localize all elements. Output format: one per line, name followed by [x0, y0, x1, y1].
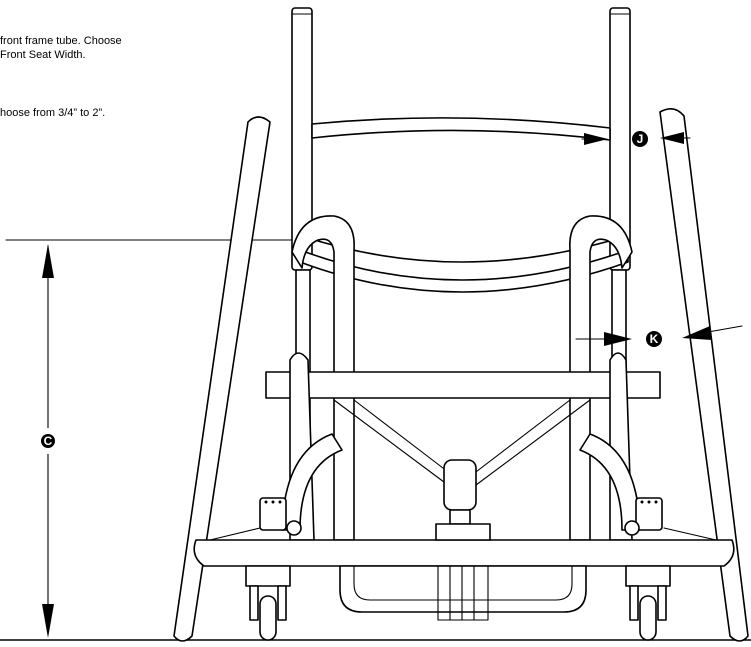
marker-k-label: K — [650, 332, 659, 346]
footrest — [193, 527, 735, 567]
v-brace-right-inner — [467, 399, 571, 479]
marker-k — [646, 331, 662, 347]
note-text-line: hoose from 3/4” to 2”. — [0, 107, 106, 119]
left-caster-housing — [259, 497, 287, 531]
footrest-strut — [663, 527, 717, 541]
arrow-right — [584, 133, 608, 145]
v-brace-hub-stem — [449, 509, 471, 525]
left-wheel-tube — [173, 116, 271, 642]
cross-member-bar — [265, 371, 661, 399]
caster-housings — [259, 497, 663, 536]
backrest-crossbar — [311, 117, 611, 141]
left-rear-wheel — [173, 116, 271, 642]
left-caster-wheel — [259, 595, 277, 641]
right-rear-wheel — [659, 108, 749, 642]
left-caster-fork — [245, 565, 291, 587]
left-caster — [245, 565, 291, 641]
right-caster-fork — [625, 565, 671, 587]
marker-j-label: J — [637, 132, 644, 146]
dimension-c: C — [5, 239, 301, 638]
housing-dot — [271, 500, 275, 504]
dimension-k: K — [575, 325, 743, 347]
dimension-j: J — [581, 131, 691, 147]
footplate-center — [437, 565, 489, 621]
marker-c-label: C — [44, 434, 53, 448]
arrow-left — [660, 132, 684, 144]
marker-j — [632, 131, 648, 147]
left-caster-fork-arm — [249, 585, 259, 621]
v-brace-left-inner — [353, 399, 457, 479]
right-caster-fork-arm — [629, 585, 639, 621]
footrest-strut — [209, 527, 261, 541]
right-wheel-tube — [659, 108, 749, 642]
right-caster-brace — [579, 433, 641, 531]
footrest-bar — [193, 539, 735, 567]
dimension-k-line-right — [707, 325, 743, 333]
housing-dot — [647, 500, 651, 504]
right-caster-housing — [635, 497, 663, 531]
right-caster — [625, 565, 671, 641]
footplate-body — [339, 565, 587, 613]
footplate — [339, 523, 587, 621]
v-brace-hub — [443, 459, 477, 511]
housing-dot — [264, 500, 268, 504]
note-text-line: front frame tube. Choose — [0, 35, 122, 47]
footplate-inner — [353, 565, 573, 601]
left-caster-bolt — [286, 520, 302, 536]
arrow-left — [682, 326, 712, 340]
arrow-up — [42, 244, 54, 278]
marker-c — [41, 434, 55, 448]
v-brace-right — [471, 399, 591, 489]
right-caster-wheel — [639, 595, 657, 641]
left-caster-fork-arm — [277, 585, 287, 621]
right-caster-bolt — [624, 520, 640, 536]
housing-dot — [654, 500, 658, 504]
left-caster-brace — [281, 433, 343, 531]
right-caster-fork-arm — [657, 585, 667, 621]
seat-sling-lower — [299, 249, 629, 293]
v-brace-left — [333, 399, 453, 489]
housing-dot — [278, 500, 282, 504]
arrow-down — [42, 604, 54, 638]
housing-dot — [640, 500, 644, 504]
arrow-right — [604, 332, 632, 346]
cross-member — [265, 371, 661, 399]
v-brace — [333, 399, 591, 525]
caster-braces — [281, 433, 641, 531]
backrest-bar — [311, 117, 611, 141]
note-text-line: Front Seat Width. — [0, 49, 86, 61]
footplate-bracket — [435, 523, 491, 541]
